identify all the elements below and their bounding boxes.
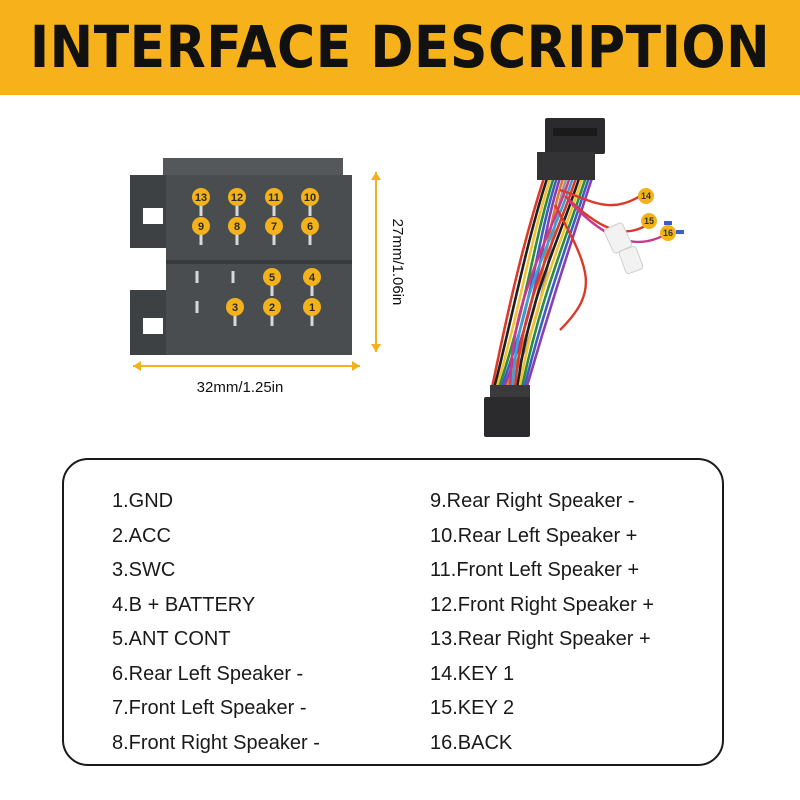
harness-bottom-plug-collar [490, 385, 530, 399]
width-dimension: 32mm/1.25in [133, 361, 360, 396]
legend-item: 3.SWC [112, 559, 176, 581]
wire-labels [603, 222, 644, 275]
pin-number: 4 [309, 272, 316, 284]
harness-wire [497, 177, 555, 389]
legend-item: 5.ANT CONT [112, 628, 231, 650]
harness-wire [509, 177, 571, 389]
wiring-harness: 14 15 16 [484, 118, 684, 437]
wire-tag-number: 15 [644, 216, 654, 226]
wire-tag: 16 [660, 225, 676, 241]
connector-pin: 7 [265, 217, 283, 245]
legend-item: 12.Front Right Speaker + [430, 593, 655, 616]
branch-wire [553, 204, 588, 331]
connector-top-lip [163, 158, 343, 178]
header-banner: INTERFACE DESCRIPTION [0, 0, 800, 95]
legend-item: 1.GND [112, 490, 174, 512]
pin-number: 8 [234, 221, 240, 233]
legend-item: 8.Front Right Speaker - [112, 731, 320, 754]
legend-item: 9.Rear Right Speaker - [430, 490, 635, 512]
pin-number: 2 [269, 302, 275, 314]
harness-wire [525, 177, 594, 389]
harness-wire [520, 177, 587, 389]
harness-wire [495, 177, 552, 389]
legend-item: 11.Front Left Speaker + [430, 559, 640, 581]
connector-pin: 6 [301, 217, 319, 245]
pin-number: 5 [269, 272, 275, 284]
wire-end-cap [664, 221, 672, 225]
connector-pin: 13 [192, 188, 210, 216]
legend-column-right: 9.Rear Right Speaker - 10.Rear Left Spea… [430, 484, 654, 760]
connector-pins: 13 12 11 10 9 8 7 6 5 4 3 2 1 [192, 188, 321, 326]
height-label: 27mm/1.06in [389, 219, 406, 306]
wire-end-cap [676, 230, 684, 234]
height-dimension: 27mm/1.06in [371, 172, 406, 352]
legend-item: 4.B + BATTERY [112, 593, 256, 616]
pin-number: 12 [231, 192, 243, 204]
harness-wire [522, 177, 591, 389]
empty-pin-slot [231, 271, 235, 283]
legend-item: 7.Front Left Speaker - [112, 697, 307, 719]
empty-pin-slot [195, 271, 199, 283]
connector-pin: 12 [228, 188, 246, 216]
connector-pin: 4 [303, 268, 321, 296]
pin-number: 11 [268, 192, 280, 204]
wire-tag-number: 16 [663, 228, 673, 238]
connector-pin: 11 [265, 188, 283, 216]
connector-latch-slot-upper [143, 208, 163, 224]
connector-pin: 8 [228, 217, 246, 245]
legend-item: 16.BACK [430, 731, 513, 754]
harness-wire [511, 177, 575, 389]
connector-pin: 9 [192, 217, 210, 245]
wire-tag: 14 [638, 188, 654, 204]
connector-divider [166, 260, 352, 264]
harness-wire [518, 177, 584, 389]
pin-number: 1 [309, 302, 315, 314]
iso-connector: 13 12 11 10 9 8 7 6 5 4 3 2 1 [130, 158, 352, 355]
pin-number: 13 [195, 192, 207, 204]
pin-legend: 1.GND 2.ACC 3.SWC 4.B + BATTERY 5.ANT CO… [62, 458, 724, 766]
connector-key-notch [130, 248, 166, 290]
harness-wires [490, 177, 684, 389]
pin-number: 7 [271, 221, 277, 233]
empty-pin-slot [195, 301, 199, 313]
width-label: 32mm/1.25in [197, 379, 284, 396]
connector-pin: 5 [263, 268, 281, 296]
legend-item: 2.ACC [112, 524, 171, 547]
legend-item: 13.Rear Right Speaker + [430, 628, 651, 650]
harness-bottom-plug [484, 397, 530, 437]
connector-pin: 2 [263, 298, 281, 326]
wire-tags: 14 15 16 [638, 188, 676, 241]
connector-pin: 10 [301, 188, 319, 216]
page-title: INTERFACE DESCRIPTION [29, 13, 771, 82]
legend-item: 14.KEY 1 [430, 662, 515, 685]
harness-top-plug-collar [537, 152, 595, 180]
wire-tag: 15 [641, 213, 657, 229]
harness-wire [493, 177, 549, 389]
pin-number: 10 [304, 192, 316, 204]
legend-item: 6.Rear Left Speaker - [112, 662, 304, 685]
connector-diagram: 13 12 11 10 9 8 7 6 5 4 3 2 1 32mm/1.25in 27mm/1.06i… [130, 118, 684, 437]
legend-item: 15.KEY 2 [430, 697, 515, 719]
legend-item: 10.Rear Left Speaker + [430, 524, 638, 547]
pin-number: 9 [198, 221, 204, 233]
pin-number: 3 [232, 302, 238, 314]
pin-number: 6 [307, 221, 313, 233]
harness-wire [490, 177, 546, 389]
connector-pin: 3 [226, 298, 244, 326]
branch-wire [559, 188, 641, 207]
wire-tag-number: 14 [641, 191, 651, 201]
legend-column-left: 1.GND 2.ACC 3.SWC 4.B + BATTERY 5.ANT CO… [112, 484, 320, 760]
connector-latch-slot-lower [143, 318, 163, 334]
connector-pin: 1 [303, 298, 321, 326]
